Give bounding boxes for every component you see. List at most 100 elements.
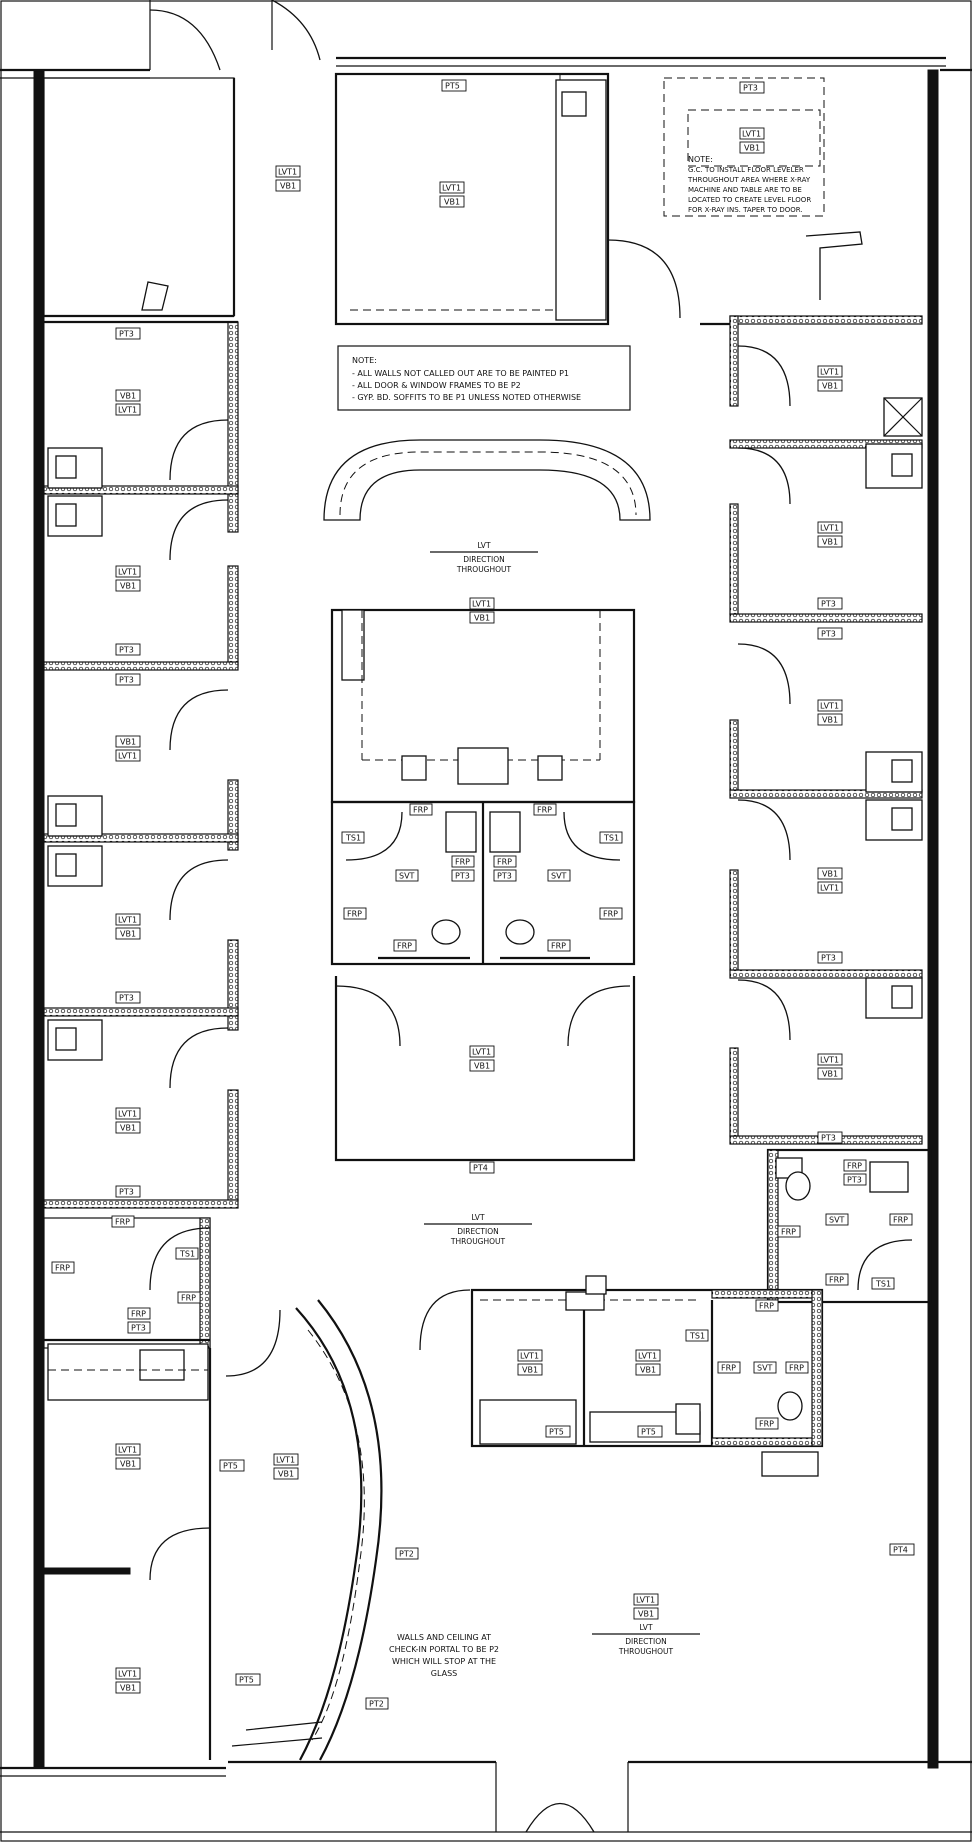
note-xray-title: NOTE: <box>688 155 713 164</box>
note-portal-line-1: WALLS AND CEILING AT <box>397 1633 491 1642</box>
tag: PT3 <box>127 1321 151 1334</box>
note-general-line-3: - GYP. BD. SOFFITS TO BE P1 UNLESS NOTED… <box>352 393 581 402</box>
svg-text:FRP: FRP <box>789 1364 804 1373</box>
finish-tags: PT5 PT3 LVT1 VB1 LVT1 VB1 LVT1 VB1 PT3 V… <box>51 79 915 1710</box>
svg-text:PT2: PT2 <box>399 1550 414 1559</box>
tag: SVT <box>825 1213 849 1226</box>
tag: VB1 <box>115 1121 141 1134</box>
tag: PT2 <box>395 1547 419 1560</box>
svg-text:VB1: VB1 <box>522 1366 538 1375</box>
tag: FRP <box>127 1307 151 1320</box>
direction-note-1: LVT DIRECTION THROUGHOUT <box>430 541 538 574</box>
svg-text:VB1: VB1 <box>744 144 760 153</box>
tag: LVT1 <box>115 913 141 926</box>
tag: FRP <box>393 939 417 952</box>
svg-text:LVT1: LVT1 <box>638 1352 657 1361</box>
note-portal-line-4: GLASS <box>431 1669 457 1678</box>
tag: FRP <box>755 1299 779 1312</box>
tag: VB1 <box>115 389 141 402</box>
tag: PT3 <box>115 673 141 686</box>
svg-text:FRP: FRP <box>759 1302 774 1311</box>
svg-text:VB1: VB1 <box>638 1610 654 1619</box>
tag: SVT <box>395 869 419 882</box>
svg-text:PT5: PT5 <box>239 1676 254 1685</box>
svg-text:FRP: FRP <box>413 806 428 815</box>
tag: LVT1 <box>817 699 843 712</box>
tag: FRP <box>755 1417 779 1430</box>
svg-text:LVT1: LVT1 <box>276 1456 295 1465</box>
note-general-line-2: - ALL DOOR & WINDOW FRAMES TO BE P2 <box>352 381 521 390</box>
svg-text:PT3: PT3 <box>119 1188 134 1197</box>
tag: VB1 <box>115 579 141 592</box>
svg-text:LVT1: LVT1 <box>520 1352 539 1361</box>
svg-text:PT3: PT3 <box>497 872 512 881</box>
tag: FRP <box>843 1159 867 1172</box>
tag: VB1 <box>115 1457 141 1470</box>
tag: LVT1 <box>469 1045 495 1058</box>
tag: LVT1 <box>115 565 141 578</box>
svg-text:PT4: PT4 <box>893 1546 908 1555</box>
tag: LVT1 <box>633 1593 659 1606</box>
svg-text:FRP: FRP <box>537 806 552 815</box>
direction-note-line-1: DIRECTION <box>625 1637 666 1646</box>
svg-text:TS1: TS1 <box>603 834 619 843</box>
tag: LVT1 <box>817 881 843 894</box>
svg-text:LVT1: LVT1 <box>118 1446 137 1455</box>
svg-text:SVT: SVT <box>551 872 567 881</box>
svg-text:PT3: PT3 <box>821 954 836 963</box>
svg-text:VB1: VB1 <box>640 1366 656 1375</box>
tag: FRP <box>451 855 475 868</box>
tag: PT3 <box>817 627 843 640</box>
tag: VB1 <box>115 1681 141 1694</box>
note-general: NOTE: - ALL WALLS NOT CALLED OUT ARE TO … <box>337 345 631 411</box>
svg-text:LVT1: LVT1 <box>118 1110 137 1119</box>
tag: LVT1 <box>817 521 843 534</box>
tag: VB1 <box>517 1363 543 1376</box>
svg-text:VB1: VB1 <box>822 382 838 391</box>
tag: FRP <box>599 907 623 920</box>
tag: FRP <box>343 907 367 920</box>
tag: FRP <box>51 1261 75 1274</box>
direction-note-line-2: THROUGHOUT <box>618 1647 674 1656</box>
direction-note-top: LVT <box>477 541 490 550</box>
tag: LVT1 <box>115 1443 141 1456</box>
tag: PT5 <box>545 1425 571 1438</box>
note-portal: WALLS AND CEILING AT CHECK-IN PORTAL TO … <box>389 1633 499 1678</box>
tag: PT4 <box>469 1161 495 1174</box>
svg-text:VB1: VB1 <box>444 198 460 207</box>
note-general-title: NOTE: <box>352 356 377 365</box>
svg-text:VB1: VB1 <box>120 1460 136 1469</box>
tag: TS1 <box>599 831 623 844</box>
note-xray-line-4: LOCATED TO CREATE LEVEL FLOOR <box>688 196 811 204</box>
svg-text:FRP: FRP <box>115 1218 130 1227</box>
svg-text:VB1: VB1 <box>120 738 136 747</box>
tag: TS1 <box>341 831 365 844</box>
direction-note-line-2: THROUGHOUT <box>450 1237 506 1246</box>
svg-text:PT3: PT3 <box>119 646 134 655</box>
svg-text:VB1: VB1 <box>474 614 490 623</box>
svg-text:PT3: PT3 <box>119 330 134 339</box>
note-portal-line-3: WHICH WILL STOP AT THE <box>392 1657 496 1666</box>
note-portal-line-2: CHECK-IN PORTAL TO BE P2 <box>389 1645 499 1654</box>
tag: PT3 <box>115 991 141 1004</box>
svg-text:PT2: PT2 <box>369 1700 384 1709</box>
svg-text:FRP: FRP <box>551 942 566 951</box>
tag: PT2 <box>365 1697 389 1710</box>
svg-text:LVT1: LVT1 <box>636 1596 655 1605</box>
tag: SVT <box>753 1361 777 1374</box>
tag: FRP <box>111 1215 135 1228</box>
svg-text:PT3: PT3 <box>821 1134 836 1143</box>
room-top-center <box>334 72 863 326</box>
tag: LVT1 <box>469 597 495 610</box>
note-xray-line-3: MACHINE AND TABLE ARE TO BE <box>688 186 802 194</box>
svg-text:LVT1: LVT1 <box>472 600 491 609</box>
direction-note-line-1: DIRECTION <box>463 555 504 564</box>
svg-text:LVT1: LVT1 <box>118 406 137 415</box>
svg-text:FRP: FRP <box>893 1216 908 1225</box>
note-xray-line-5: FOR X-RAY INS. TAPER TO DOOR. <box>688 206 803 214</box>
tag: PT3 <box>115 1185 141 1198</box>
svg-text:SVT: SVT <box>829 1216 845 1225</box>
svg-text:PT3: PT3 <box>847 1176 862 1185</box>
tag: FRP <box>409 803 433 816</box>
tag: LVT1 <box>115 1107 141 1120</box>
